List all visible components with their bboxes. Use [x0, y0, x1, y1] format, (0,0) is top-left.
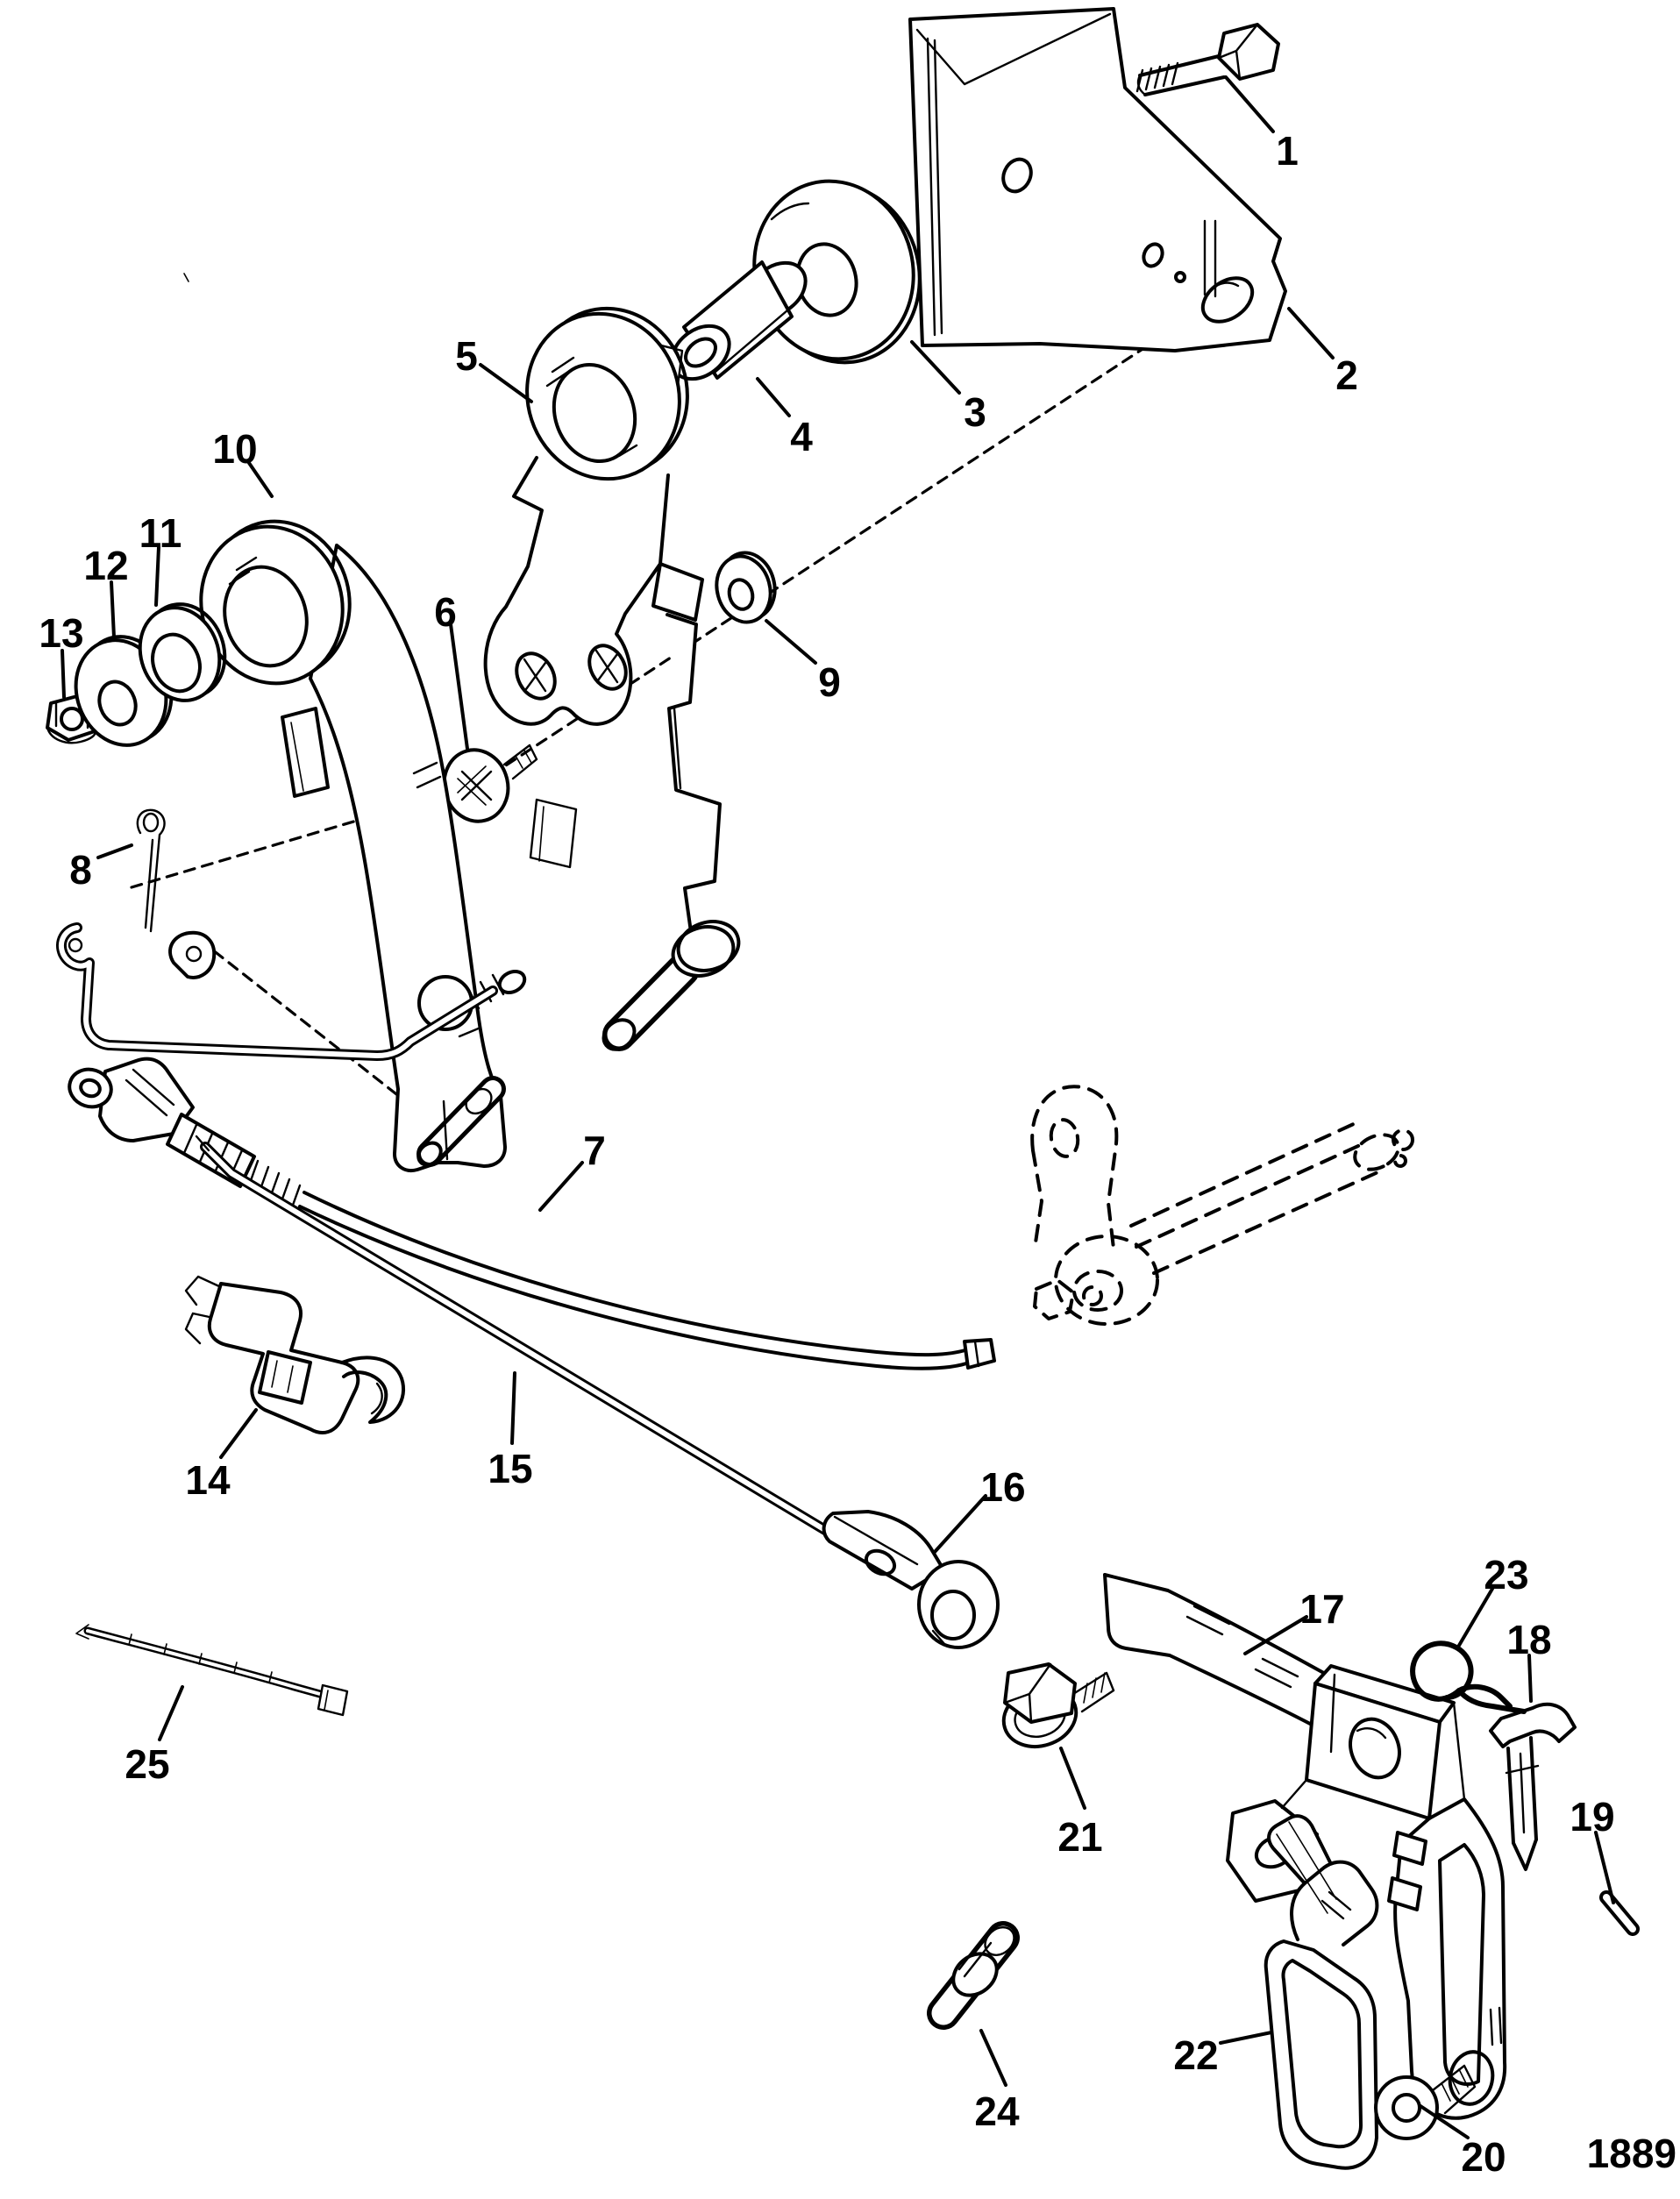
reference-actuator-dashed [1030, 1085, 1414, 1326]
flange-bolt-part-21 [1001, 1662, 1115, 1748]
leader-line-hairpin-clip [1456, 1587, 1494, 1650]
callout-15-link-rod: 15 [488, 1446, 532, 1491]
leader-line-flat-washer [910, 340, 961, 395]
leader-line-pan-head-screw [449, 623, 469, 751]
callout-12-flat-washer-large: 12 [83, 543, 128, 588]
leader-line-link-rod [510, 1371, 516, 1445]
clevis-pin-part-24 [927, 1921, 1020, 2030]
leader-line-flange-locknut [61, 649, 66, 699]
callout-23-hairpin-clip: 23 [1484, 1552, 1528, 1598]
callout-16-cable-end-guide: 16 [980, 1464, 1025, 1510]
callout-3-flat-washer: 3 [964, 389, 986, 435]
leader-line-mounting-bracket-plate [1287, 307, 1335, 359]
leader-line-cable-clamp [1219, 2031, 1273, 2045]
callout-11-wave-washer: 11 [139, 510, 182, 556]
diagram-number: 1889 [1587, 2131, 1676, 2176]
cable-clamp-part-22 [1264, 1814, 1379, 2170]
mounting-bracket-plate-part-2 [908, 7, 1287, 352]
callout-22-cable-clamp: 22 [1173, 2032, 1218, 2078]
callout-13-flange-locknut: 13 [39, 610, 83, 656]
roll-pin-part-19 [1599, 1890, 1640, 1936]
leader-line-shift-bracket [479, 363, 533, 403]
leader-line-cotter-pin [96, 843, 133, 859]
shift-cable-part-7 [68, 1057, 996, 1370]
leader-line-cable-retainer-clip [219, 1408, 258, 1459]
callout-17-cam-bracket: 17 [1299, 1586, 1344, 1632]
cable-tie-part-25 [75, 1624, 349, 1717]
cable-end-guide-part-16 [822, 1510, 1000, 1649]
leader-line-cable-latch [1527, 1654, 1533, 1703]
callout-5-shift-bracket: 5 [455, 333, 478, 379]
callout-19-roll-pin: 19 [1570, 1794, 1614, 1840]
callout-1-hex-bolt: 1 [1276, 128, 1299, 174]
leader-line-flat-washer-large [110, 580, 116, 639]
callout-10-shift-lever: 10 [212, 426, 257, 472]
callout-14-cable-retainer-clip: 14 [185, 1457, 231, 1503]
stray-mark [183, 273, 189, 282]
cable-retainer-clip-part-14 [184, 1275, 406, 1434]
leader-line-shift-cable [538, 1161, 584, 1212]
upper-link-rod [56, 922, 498, 1061]
callout-8-cotter-pin: 8 [69, 847, 92, 893]
leader-line-flange-bolt [1059, 1747, 1086, 1810]
leader-line-clevis-pin [979, 2029, 1007, 2087]
leader-line-roll-pin [1594, 1831, 1615, 1904]
callout-4-spacer-bushing: 4 [790, 414, 813, 459]
shift-bracket-part-5 [483, 306, 741, 1051]
hairpin-clip-part-23 [1410, 1640, 1527, 1714]
leader-line-socket-screw [1419, 2104, 1470, 2139]
leader-line-cable-end-guide [933, 1494, 987, 1554]
washer-part-9 [715, 551, 777, 624]
callout-6-pan-head-screw: 6 [434, 589, 457, 635]
callout-24-clevis-pin: 24 [974, 2089, 1020, 2134]
leader-line-washer [765, 619, 817, 665]
leader-line-spacer-bushing [756, 377, 791, 417]
callout-7-shift-cable: 7 [583, 1128, 606, 1173]
leader-line-cam-bracket [1243, 1615, 1308, 1655]
callout-21-flange-bolt: 21 [1057, 1814, 1102, 1860]
leader-line-shift-lever [247, 461, 274, 498]
spacer-bushing-part-4 [670, 260, 808, 381]
cam-bracket-part-17 [1103, 1573, 1507, 2120]
callout-25-cable-tie: 25 [125, 1741, 169, 1787]
callout-20-socket-screw: 20 [1461, 2134, 1506, 2180]
link-rod-part-15 [195, 1135, 844, 1543]
leader-line-wave-washer [154, 545, 160, 607]
callout-9-washer: 9 [818, 659, 841, 705]
callout-18-cable-latch: 18 [1506, 1617, 1551, 1662]
leader-line-hex-bolt [1224, 75, 1275, 133]
cotter-pin-part-8 [136, 808, 166, 933]
socket-screw-part-20 [1374, 2064, 1477, 2140]
leader-line-cable-tie [158, 1685, 184, 1741]
shift-lever-part-10 [199, 519, 527, 1172]
callout-2-mounting-bracket-plate: 2 [1335, 352, 1358, 398]
hex-bolt-part-1 [1135, 23, 1280, 96]
cable-latch-part-18 [1489, 1702, 1577, 1871]
wave-washer-part-11 [138, 602, 227, 702]
